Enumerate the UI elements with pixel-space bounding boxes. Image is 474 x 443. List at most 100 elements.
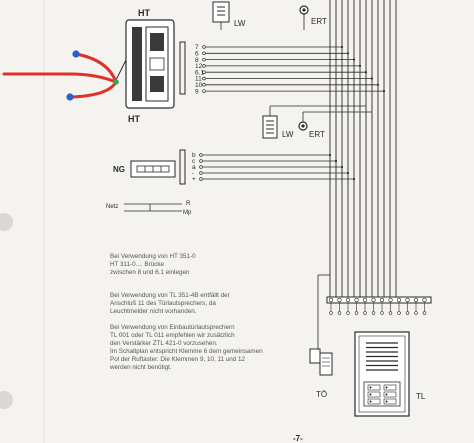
note-line: Im Schaltplan entspricht Klemme 6 dem ge…	[110, 348, 263, 355]
ht-terminal-screw	[202, 70, 206, 74]
wire-junction	[352, 177, 356, 181]
ht-terminal-label: 8	[195, 57, 199, 64]
ht-bottom-label: HT	[128, 114, 140, 124]
tl-terminal-screw	[380, 311, 384, 315]
mains-r-label: R	[186, 201, 191, 207]
blue-endpoint-top	[72, 50, 80, 58]
ht-terminal-label: 6	[195, 51, 199, 58]
binder-hole	[0, 213, 13, 231]
note-line: Bei Verwendung von TL 351-4B entfällt de…	[110, 292, 230, 299]
tl-call-button	[367, 398, 381, 405]
ht-top-label: HT	[138, 8, 150, 18]
note-line: Anschluß 11 des Türlautsprechers, da	[110, 300, 216, 307]
tl-call-button	[383, 384, 397, 391]
wire-junction	[334, 159, 338, 163]
tl-terminal-screw	[414, 311, 418, 315]
notes-block: Bei Verwendung von HT 351-0HT 311-0.... …	[109, 253, 263, 371]
binder-hole	[0, 391, 13, 409]
ht-intercom-unit	[115, 19, 175, 109]
ht-terminal-label: 6.1	[195, 69, 204, 76]
tl-call-button-dot	[369, 393, 372, 396]
ert-mid-button-dot	[301, 124, 305, 128]
lw-top-device	[212, 1, 230, 23]
ht-terminal-screw	[202, 83, 206, 87]
wire-junction	[340, 165, 344, 169]
tl-terminal-point	[354, 297, 359, 303]
tl-terminal-point	[345, 297, 351, 303]
wire-junction	[358, 64, 362, 67]
ht-terminal-label: 7	[195, 44, 199, 51]
wire-junction	[376, 83, 380, 86]
ht-terminal-screw	[202, 89, 206, 93]
tl-terminal-point	[388, 297, 393, 303]
annotation-overlay	[2, 50, 119, 101]
note-line: den Verstärker ZTL 421-0 vorzusehen.	[110, 340, 218, 347]
ht-terminal-label: 9	[195, 88, 199, 95]
tl-call-button-dot	[385, 393, 388, 396]
wire-junction	[352, 58, 356, 61]
tl-terminal-screw	[354, 311, 359, 315]
wire-junction	[346, 171, 350, 175]
ng-terminal-screw	[199, 165, 203, 169]
lw-mid-label: LW	[282, 130, 294, 139]
ht-terminal-screw	[202, 45, 206, 49]
tl-terminal-point	[405, 297, 410, 303]
ng-terminal-screw	[199, 177, 203, 181]
tl-call-button-dot	[385, 400, 388, 403]
ert-top-button-dot	[302, 8, 306, 12]
wire-junction	[340, 45, 344, 49]
tl-call-button	[383, 391, 397, 398]
ert-top-label: ERT	[311, 17, 327, 26]
tl-call-button-dot	[385, 386, 388, 389]
tl-terminal-point	[422, 297, 427, 303]
ng-terminal-label: a	[192, 164, 196, 171]
ng-power-supply	[130, 160, 176, 178]
tl-terminal-screw	[422, 311, 427, 315]
tl-terminal-point	[413, 297, 419, 303]
ng-terminal-label: c	[192, 158, 196, 165]
tl-call-button	[367, 384, 381, 391]
tl-terminal-screw	[388, 311, 393, 315]
note-line: Leuchtmelder nicht vorhanden.	[110, 308, 197, 315]
ht-terminal-block	[179, 41, 186, 95]
tl-call-button	[367, 391, 381, 398]
lw-top-label: LW	[234, 19, 246, 28]
ht-terminal-screw	[202, 64, 206, 68]
tl-terminal-point	[337, 297, 342, 303]
wire-junction	[328, 153, 332, 157]
tl-terminal-point	[371, 297, 376, 303]
wire-junction	[364, 71, 368, 74]
wire-junction	[346, 52, 350, 55]
ht-terminal-screw	[202, 76, 206, 81]
tl-terminal-points	[328, 297, 427, 315]
lw-mid-device	[262, 115, 278, 139]
door-opener-device	[309, 348, 333, 376]
page-number: -7-	[293, 434, 303, 443]
ht-terminal-screw	[202, 57, 206, 62]
ht-terminal-label: 12	[195, 63, 203, 70]
tl-door-station	[354, 331, 410, 417]
ng-terminal-labels: bca-+	[192, 152, 203, 183]
tl-terminal-screw	[363, 311, 367, 315]
tl-terminal-screw	[397, 311, 401, 315]
tl-call-button	[383, 398, 397, 405]
ht-terminal-label: 10	[195, 82, 203, 89]
ng-terminal-block	[179, 149, 186, 185]
ht-terminal-screw	[202, 51, 206, 56]
red-arrow-line	[2, 72, 118, 84]
tl-terminal-strip	[326, 296, 432, 304]
ng-terminal-label: +	[192, 176, 196, 183]
ert-mid-label: ERT	[309, 130, 325, 139]
tl-terminal-point	[328, 297, 334, 303]
tl-label: TL	[416, 392, 426, 401]
green-junction-point	[113, 79, 119, 85]
note-line: Bei Verwendung von HT 351-0	[110, 253, 196, 260]
tl-terminal-point	[396, 297, 402, 303]
tl-call-button-dot	[369, 386, 372, 389]
note-line: HT 311-0.... Brücke	[110, 261, 165, 268]
wire-junction	[370, 77, 374, 80]
note-line: Pol der Ruftaster. Die Klemmen 9, 10, 11…	[110, 356, 245, 363]
